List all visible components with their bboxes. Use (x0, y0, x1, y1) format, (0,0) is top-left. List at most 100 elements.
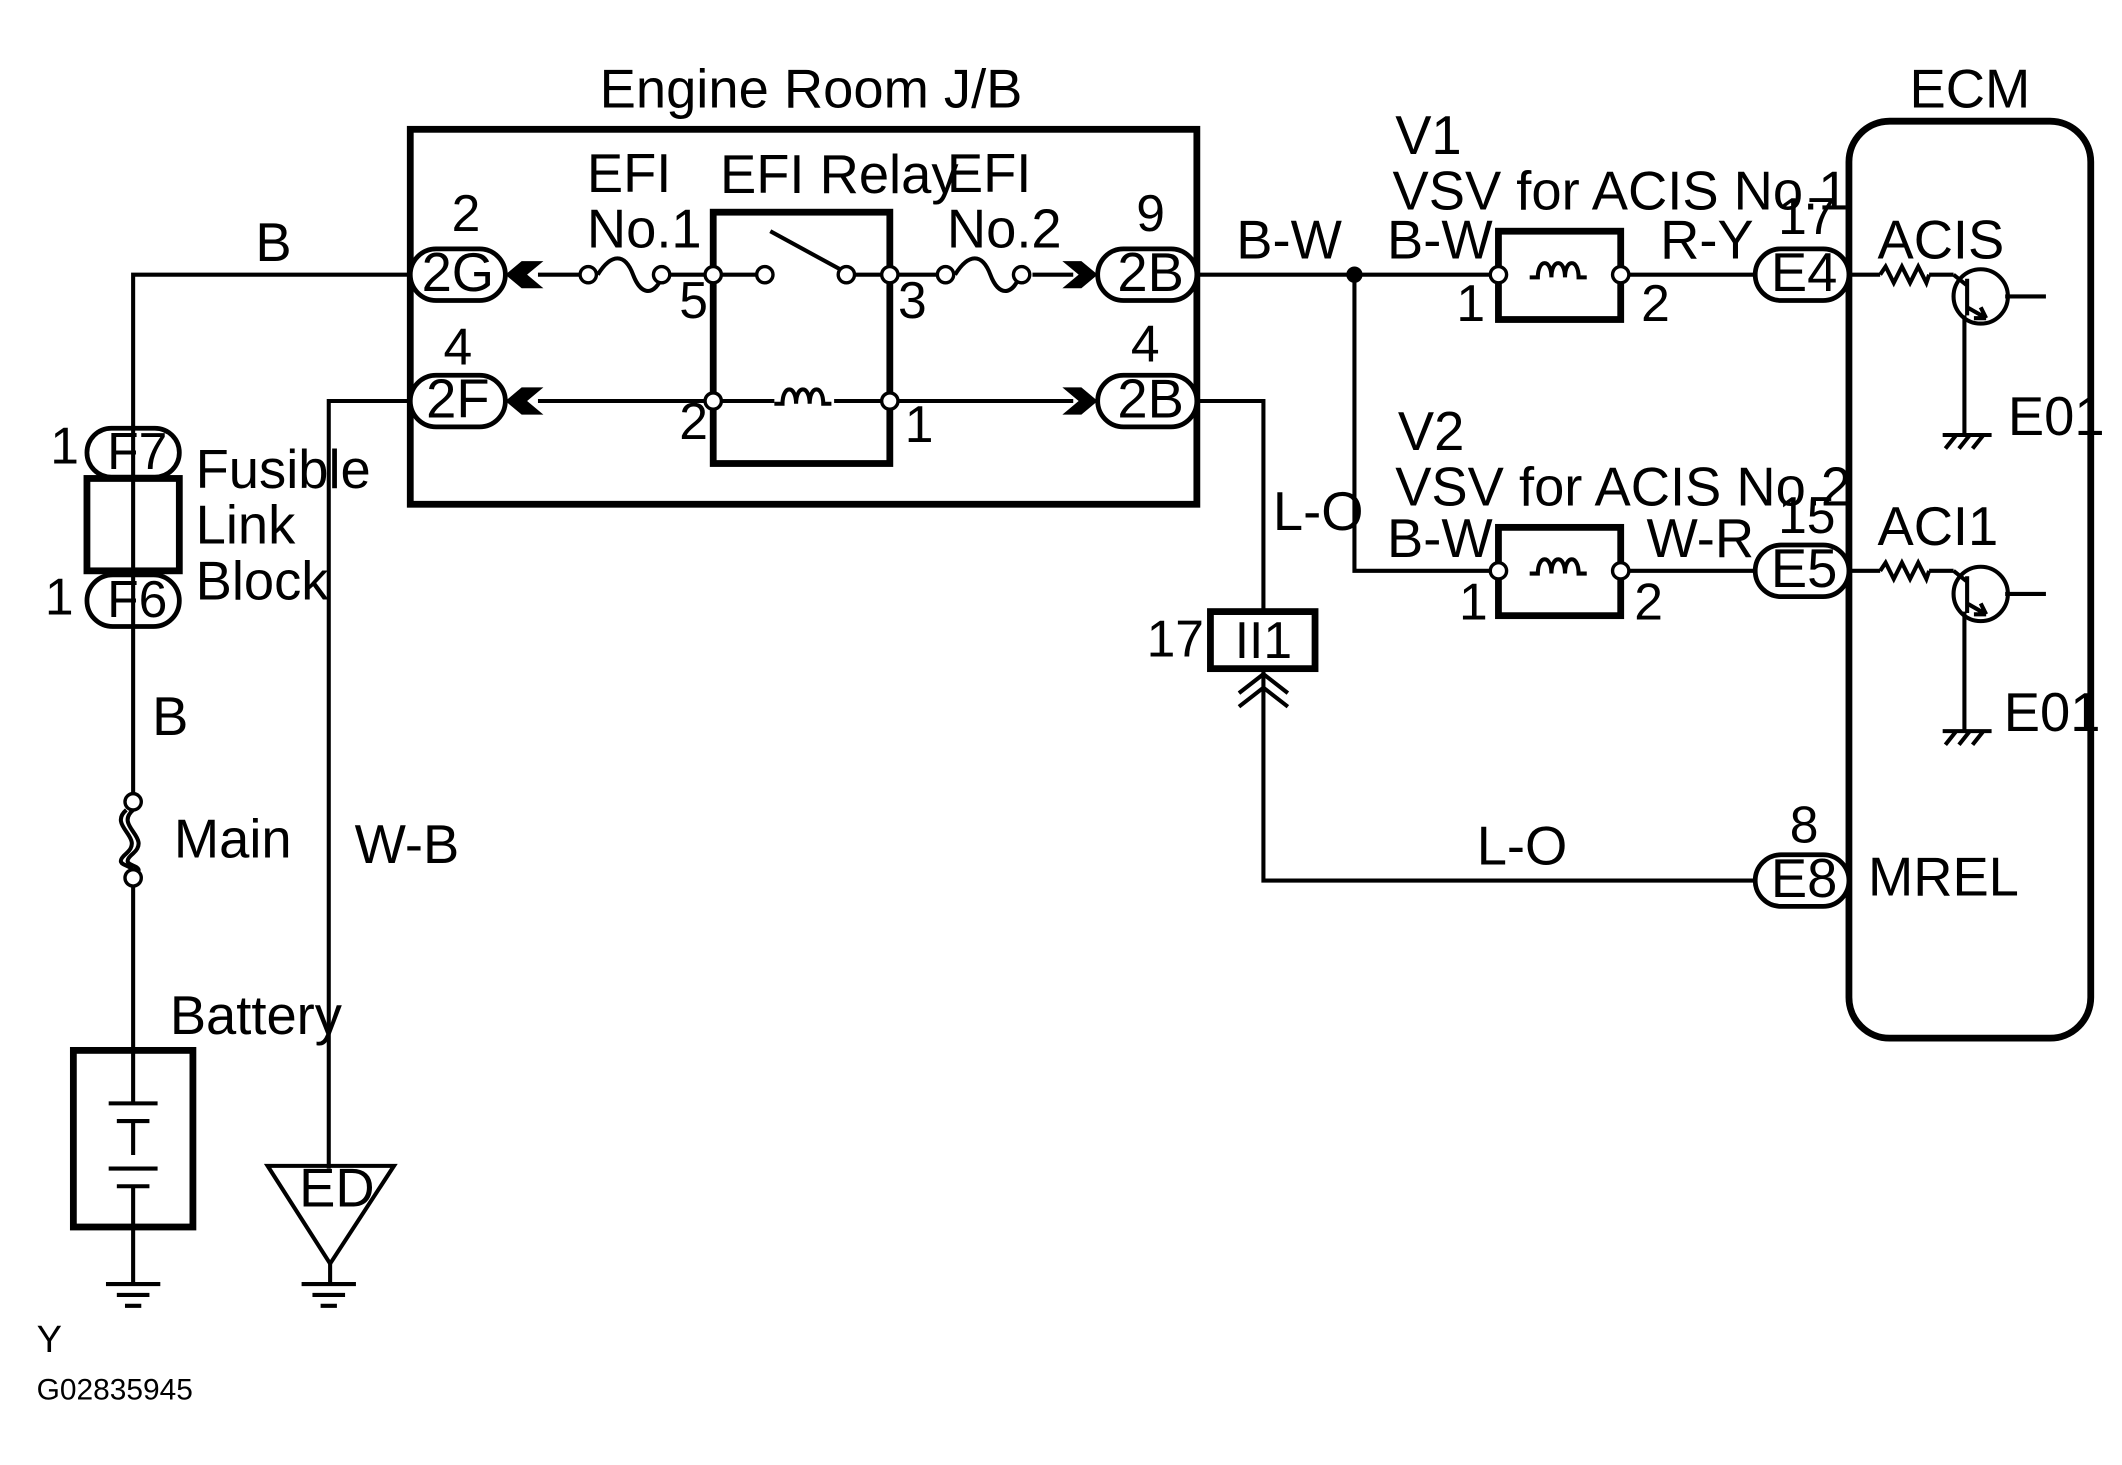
battery-label: Battery (170, 985, 343, 1046)
chassis-ground-e01-bottom (1942, 729, 1992, 746)
efi-no1-label-b: No.1 (587, 199, 702, 260)
arrow-2b-top (1062, 261, 1098, 289)
pin-relay-2: 2 (679, 392, 708, 450)
e01-top-label: E01 (2008, 386, 2105, 447)
connector-2g (407, 246, 508, 303)
vsv1-box (1495, 227, 1625, 323)
mrel-terminal-label: MREL (1868, 847, 2019, 908)
connector-2b-top-code: 2B (1117, 242, 1183, 303)
aci1-terminal-label: ACI1 (1877, 496, 1998, 557)
connector-2b-bottom-code: 2B (1117, 368, 1183, 429)
main-fuse-label: Main (174, 808, 292, 869)
battery-cells (108, 1050, 158, 1227)
pin-2b-top: 9 (1136, 184, 1165, 242)
arrow-2b-bottom (1062, 387, 1098, 415)
vsv2-box (1495, 523, 1625, 620)
connector-e4 (1752, 246, 1852, 303)
arrow-2g (505, 261, 544, 289)
arrow-2f (505, 387, 544, 415)
v2-name: VSV for ACIS No.2 (1395, 457, 1851, 518)
transistor-acis (1951, 267, 2010, 326)
ecm-transistor-lines (1848, 272, 2046, 732)
main-fusible-link (118, 808, 141, 880)
connector-e8 (1752, 852, 1852, 909)
pin-f6: 1 (45, 567, 74, 625)
wire-lo (1196, 398, 1756, 883)
wire-label-b-mid: B (152, 686, 188, 747)
chassis-ground-e01-top (1942, 432, 1992, 450)
wire-label-wr: W-R (1647, 508, 1755, 569)
connector-e4-code: E4 (1771, 242, 1837, 303)
wire-label-bw-v1: B-W (1387, 209, 1493, 270)
ground-ed-code: ED (299, 1158, 374, 1219)
connector-e5 (1752, 542, 1852, 600)
v1-code: V1 (1395, 105, 1461, 166)
wire-label-lo-upper: L-O (1273, 481, 1364, 542)
coil-vsv1 (1530, 263, 1587, 277)
v2-code: V2 (1398, 401, 1464, 462)
connector-2g-code: 2G (422, 242, 494, 303)
pin-relay-1: 1 (905, 395, 934, 453)
acis-terminal-label: ACIS (1877, 209, 2004, 270)
corner-letter: Y (37, 1319, 62, 1361)
wire-label-ry: R-Y (1660, 209, 1754, 270)
pin-v2-1: 1 (1459, 573, 1488, 631)
coil-efi-relay (774, 389, 831, 403)
body-ground-ed (301, 1282, 356, 1308)
pin-relay-5: 5 (679, 271, 708, 329)
e01-bottom-label: E01 (2004, 682, 2101, 743)
wire-label-wb: W-B (355, 814, 460, 875)
resistor-acis (1878, 261, 1932, 289)
relay-switch (769, 229, 846, 274)
connector-ii1-code: II1 (1235, 611, 1292, 669)
efi-no1-label-a: EFI (587, 143, 672, 204)
wire-vsv-out (1620, 272, 1756, 573)
terminal-nodes (123, 264, 1631, 888)
pin-2f: 4 (443, 317, 472, 375)
connector-2b-bottom (1095, 372, 1200, 430)
fuse-efi-no2 (953, 256, 1023, 293)
connector-f6-code: F6 (107, 570, 167, 628)
wire-label-bw-main: B-W (1236, 209, 1342, 270)
pin-v2-2: 2 (1634, 573, 1663, 631)
pin-ii1: 17 (1147, 609, 1204, 667)
pin-2b-bottom: 4 (1131, 315, 1160, 373)
pin-e4: 17 (1778, 187, 1835, 245)
efi-relay-box (709, 208, 894, 467)
wire-label-lo-lower: L-O (1477, 815, 1568, 876)
coil-vsv2 (1530, 559, 1587, 573)
pin-v1-1: 1 (1456, 274, 1485, 332)
ground-point-ed (263, 1163, 398, 1268)
wire-b-top (131, 272, 411, 429)
pin-2g: 2 (452, 184, 481, 242)
engine-room-jb-box (406, 125, 1201, 508)
body-ground-battery (105, 1282, 161, 1308)
pin-f7: 1 (50, 417, 79, 475)
fusible-label-3: Block (196, 550, 330, 611)
wire-label-b-top: B (255, 212, 291, 273)
pin-e8: 8 (1790, 796, 1819, 854)
fusible-label-2: Link (196, 495, 296, 556)
ii1-chevrons (1237, 671, 1290, 709)
efi-no2-label-b: No.2 (947, 199, 1062, 260)
connector-e8-code: E8 (1771, 848, 1837, 909)
figure-id: G02835945 (37, 1374, 193, 1407)
engine-room-jb-title: Engine Room J/B (600, 59, 1023, 120)
fusible-label-1: Fusible (196, 439, 371, 500)
ecm-title: ECM (1909, 59, 2030, 120)
efi-relay-label: EFI Relay (720, 144, 959, 205)
resistor-aci1 (1878, 558, 1932, 585)
connector-e5-code: E5 (1771, 538, 1837, 599)
efi-no2-label-a: EFI (947, 143, 1032, 204)
wire-wb (326, 398, 411, 1169)
connector-2f-code: 2F (426, 368, 489, 429)
connector-f7-code: F7 (107, 422, 167, 480)
pin-relay-3: 3 (898, 271, 927, 329)
connector-2b-top (1095, 246, 1200, 303)
pin-e5: 15 (1778, 486, 1835, 544)
transistor-aci1 (1951, 564, 2010, 624)
wire-label-bw-v2: B-W (1387, 508, 1493, 569)
v1-name: VSV for ACIS No.1 (1392, 160, 1848, 221)
connector-2f (407, 372, 508, 430)
